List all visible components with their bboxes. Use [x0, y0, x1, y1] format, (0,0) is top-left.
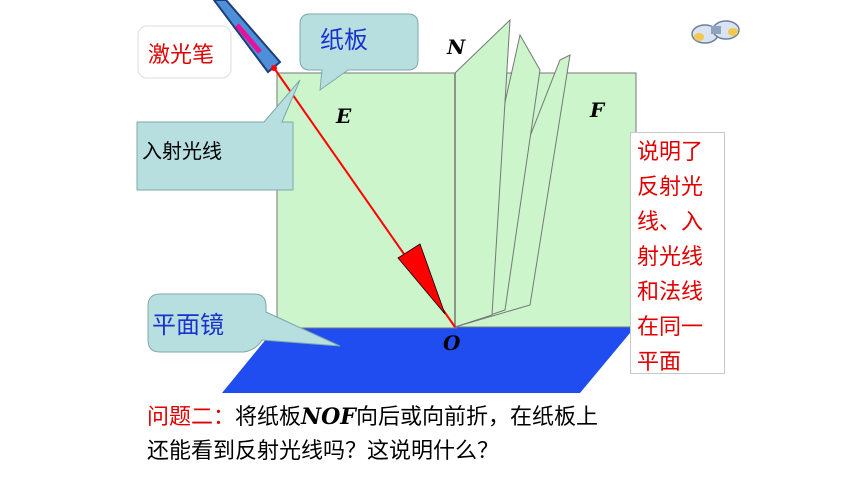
conclusion-line: 在同一	[637, 315, 704, 340]
label-f: F	[589, 98, 606, 122]
question-lead: 问题二：	[147, 405, 236, 430]
question-nof: NOF	[301, 404, 356, 430]
ray-arrowhead	[397, 243, 446, 315]
paper-board-label: 纸板	[320, 26, 368, 54]
incident-ray-label: 入射光线	[142, 139, 222, 163]
incident-ray-callout: 入射光线	[136, 79, 301, 191]
conclusion-box: 说明了 反射光 线、入 射光线 和法线 在同一 平面	[630, 132, 725, 375]
label-n: N	[446, 35, 466, 59]
conclusion-line: 反射光	[637, 175, 704, 200]
question-part2: 向后或向前折，在纸板上	[355, 405, 598, 430]
label-o: O	[443, 331, 461, 355]
question-line-1: 问题二：将纸板NOF向后或向前折，在纸板上	[147, 400, 767, 435]
paper-board-callout: 纸板	[299, 13, 419, 92]
laser-pen-label: 激光笔	[148, 43, 214, 68]
plane-mirror-callout: 平面镜	[147, 293, 341, 353]
question-part1: 将纸板	[235, 405, 302, 430]
conclusion-line: 说明了	[637, 140, 704, 165]
laser-pen-icon	[212, 0, 282, 74]
question-line-2: 还能看到反射光线吗？这说明什么？	[147, 439, 500, 464]
plane-mirror-label: 平面镜	[152, 311, 224, 339]
laser-pen-callout: 激光笔	[137, 25, 232, 79]
binoculars-icon[interactable]	[691, 20, 740, 44]
conclusion-line: 线、入	[637, 210, 704, 235]
question-text: 问题二：将纸板NOF向后或向前折，在纸板上 还能看到反射光线吗？这说明什么？	[147, 400, 767, 469]
conclusion-line: 射光线	[637, 245, 704, 270]
conclusion-line: 平面	[637, 350, 682, 375]
label-e: E	[335, 104, 352, 128]
conclusion-line: 和法线	[637, 280, 704, 305]
